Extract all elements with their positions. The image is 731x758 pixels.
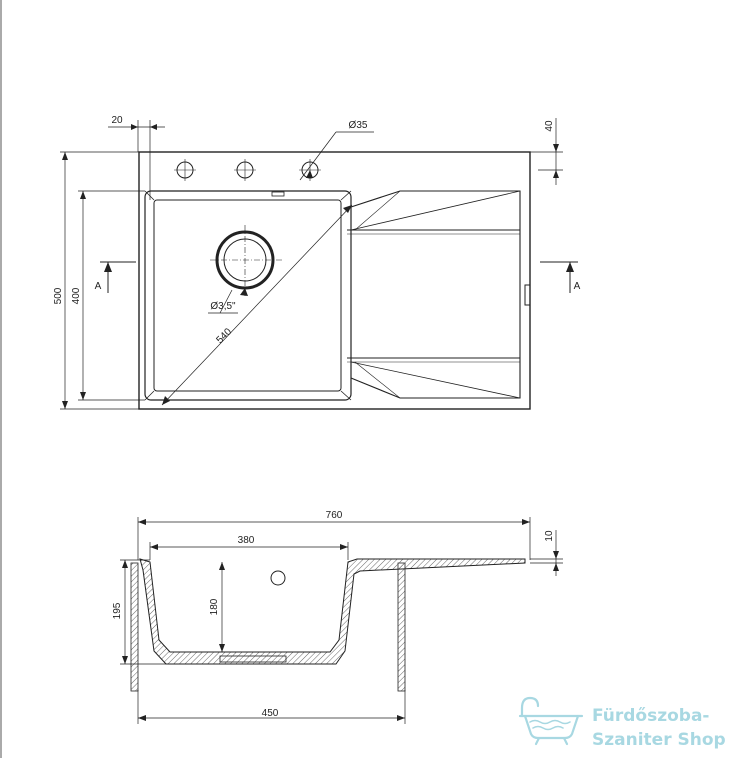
bowl-corner-line [340,190,352,201]
dim-diagonal: 540 [214,326,234,346]
top-view [60,118,578,410]
bathtub-logo-icon [518,696,584,746]
tap-hole [234,159,256,181]
bowl-inner [153,199,342,392]
tap-hole [174,159,196,181]
drainboard-handle [524,284,531,306]
drain-fitting [219,655,287,663]
watermark-line2: Szaniter Shop [592,730,726,750]
bowl-corner-line [144,190,155,201]
drainboard-outline [350,190,521,399]
section-marker-right-label: A [574,281,581,292]
drainboard-groove [354,190,401,231]
dim-bowl-depth: 400 [71,287,82,304]
cabinet-wall-left [130,562,139,692]
dim-tap-hole: Ø35 [349,120,368,131]
section-marker-left [100,261,136,293]
dimension-lines [60,118,563,410]
section-marker-left-label: A [95,281,102,292]
bowl-outer [144,190,352,401]
sink-outline [138,151,531,410]
watermark-line1: Fürdőszoba- [592,706,710,726]
bowl-corner-line [144,390,155,401]
dim-edge-offset: 20 [111,115,123,126]
watermark: Fürdőszoba- Szaniter Shop [518,696,726,750]
overflow-hole [270,570,286,586]
section-marker-right [540,261,578,293]
arrowheads [62,124,574,409]
section-dimension-lines [120,517,563,724]
sink-section-shell [139,558,526,665]
drainboard-groove [350,190,521,231]
section-view [120,517,563,724]
bowl-corner-line [340,390,352,401]
drainboard-groove [354,361,401,399]
dim-bowl-width: 380 [238,535,255,546]
dim-drain: Ø3,5" [210,301,236,312]
dim-total-height: 195 [112,602,123,619]
dim-rim-thickness: 10 [544,530,555,542]
dim-cabinet-width: 450 [262,708,279,719]
drainboard-groove [350,361,521,399]
cabinet-wall-right [397,562,406,692]
dim-overall-width: 760 [326,510,343,521]
dim-overall-depth: 500 [53,287,64,304]
overflow-slot [271,191,285,197]
section-arrowheads [122,519,559,721]
dim-tap-hole-offset: 40 [544,120,555,132]
dim-bowl-height: 180 [209,598,220,615]
